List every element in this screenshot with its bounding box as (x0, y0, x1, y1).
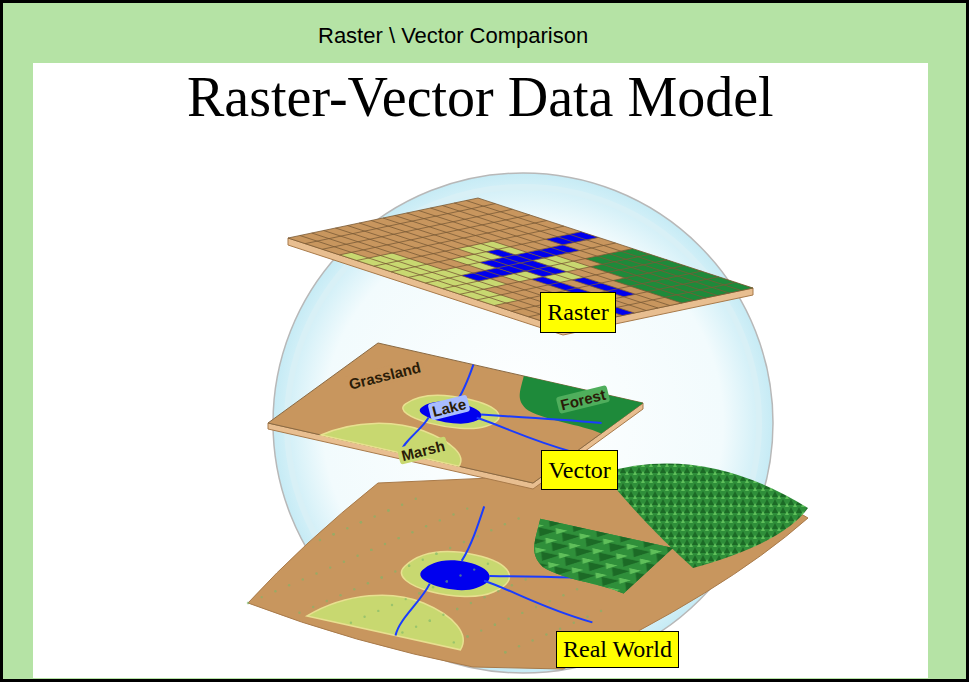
slide-heading: Raster \ Vector Comparison (318, 23, 588, 49)
layer-label-box: Vector (541, 450, 618, 490)
layer-label-box: Real World (556, 631, 679, 668)
layer-label-box: Raster (540, 292, 616, 333)
layer-name: Vector (548, 457, 611, 484)
map-label: Lake (428, 394, 471, 420)
map-label: Marsh (397, 436, 450, 465)
map-label: Forest (556, 385, 610, 414)
layer-name: Raster (547, 299, 608, 326)
map-label: Grassland (344, 358, 425, 394)
layer-name: Real World (563, 636, 672, 663)
diagram-title: Raster-Vector Data Model (187, 65, 774, 129)
